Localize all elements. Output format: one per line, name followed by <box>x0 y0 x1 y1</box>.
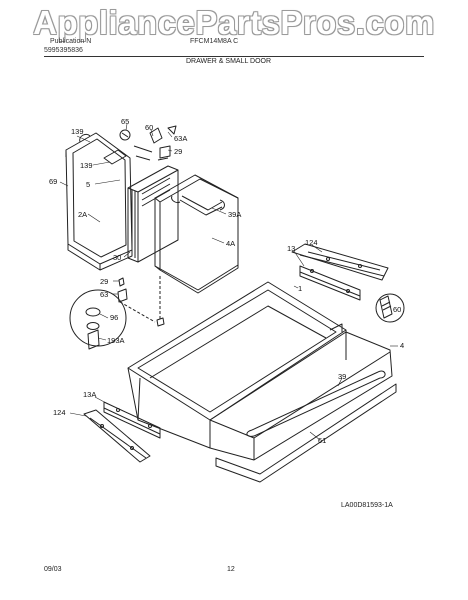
callout-13: 13 <box>287 244 296 253</box>
callout-63: 63 <box>100 290 109 299</box>
lower-drawer-slide <box>103 401 161 439</box>
callout-124-upper: 124 <box>305 238 318 247</box>
footer-page-number: 12 <box>227 566 235 573</box>
callout-139-mid: 139 <box>80 161 93 170</box>
callout-124-lower: 124 <box>53 408 66 417</box>
publication-number: 5995395836 <box>44 47 83 54</box>
callout-96: 96 <box>110 313 119 322</box>
callout-69: 69 <box>49 177 58 186</box>
callout-2a: 2A <box>78 210 88 219</box>
callout-39: 39 <box>338 372 347 381</box>
upper-drawer-rail <box>291 243 389 281</box>
callout-39a: 39A <box>228 210 242 219</box>
small-door-panel <box>127 165 239 294</box>
screw-part <box>375 293 405 323</box>
callout-29-upper: 29 <box>174 147 183 156</box>
callout-13a: 13A <box>83 390 97 399</box>
upper-drawer-slide <box>299 265 361 301</box>
footer-date: 09/03 <box>44 566 62 573</box>
model-number: FFCM14M8A C <box>190 38 239 45</box>
section-title: DRAWER & SMALL DOOR <box>186 58 272 65</box>
small-door-frame <box>65 132 133 271</box>
diagram-code: LA00D81593-1A <box>341 502 393 509</box>
callout-4: 4 <box>400 341 405 350</box>
callout-60-upper: 60 <box>145 123 154 132</box>
hinge-parts <box>119 125 177 161</box>
callout-61: 61 <box>318 436 327 445</box>
lower-drawer-rail <box>83 409 151 463</box>
callout-29-lower: 29 <box>100 277 109 286</box>
hardware-stack <box>69 276 165 350</box>
callout-193a: 193A <box>107 336 125 345</box>
watermark-logo: AppliancePartsPros.com <box>33 4 435 41</box>
leader-lines <box>59 123 398 441</box>
callout-63a: 63A <box>174 134 188 143</box>
publication-label: Publication N <box>50 38 92 45</box>
drawer-body <box>127 281 397 483</box>
callout-60-lower: 60 <box>393 305 402 314</box>
header-divider <box>44 56 424 57</box>
callout-139-top: 139 <box>71 127 84 136</box>
callout-4a: 4A <box>226 239 236 248</box>
callout-30: 30 <box>113 253 122 262</box>
callout-65: 65 <box>121 117 130 126</box>
callout-1: 1 <box>298 284 303 293</box>
callout-5: 5 <box>86 180 91 189</box>
